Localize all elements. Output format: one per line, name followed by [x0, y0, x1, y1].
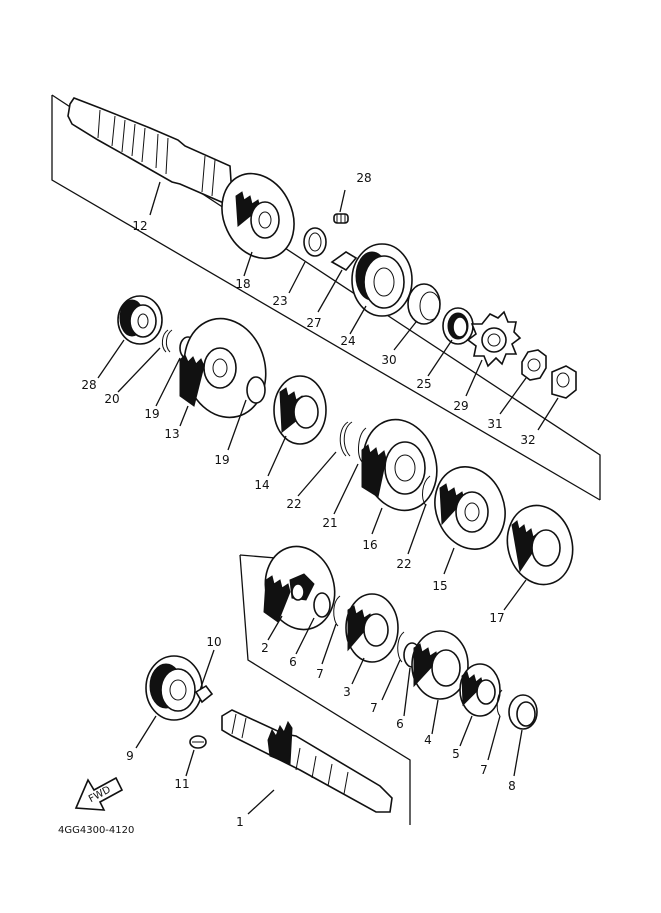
gear-part-13 — [179, 317, 267, 419]
callout-3: 3 — [343, 685, 351, 699]
diagram-code: 4GG4300-4120 — [58, 825, 134, 836]
bearing-part-9 — [145, 655, 203, 721]
circlip-part-7a — [333, 595, 341, 627]
callout-27: 28 — [356, 171, 371, 185]
bearing-part-8 — [508, 694, 538, 730]
callout-31: 31 — [487, 417, 502, 431]
callout-14: 14 — [254, 478, 269, 492]
callout-6b: 6 — [396, 717, 404, 731]
callout-11: 11 — [174, 777, 189, 791]
gear-part-17 — [506, 504, 574, 586]
gear-part-14 — [273, 375, 327, 445]
callout-12: 12 — [132, 219, 147, 233]
sprocket-part-29 — [466, 310, 522, 368]
callout-28: 28 — [81, 378, 96, 392]
callout-9: 9 — [126, 749, 134, 763]
screw-part-11 — [189, 735, 207, 749]
gear-part-5 — [459, 663, 501, 717]
callout-25: 25 — [416, 377, 431, 391]
leader-lines — [97, 181, 559, 815]
washer-part-23 — [303, 227, 327, 257]
callout-18: 18 — [235, 277, 250, 291]
callout-22a: 22 — [286, 497, 301, 511]
lock-washer-part-31 — [521, 349, 547, 381]
circlip-part-22b — [422, 475, 431, 507]
plate-part-26 — [330, 251, 358, 272]
callout-16: 16 — [362, 538, 377, 552]
callout-23: 23 — [272, 294, 287, 308]
oil-seal-part-25 — [442, 307, 474, 345]
gear-part-18 — [221, 172, 295, 260]
gear-part-16 — [361, 418, 438, 512]
circlip-part-20 — [161, 329, 173, 353]
circlip-part-22a — [339, 421, 353, 457]
callout-30: 30 — [381, 353, 396, 367]
callout-21: 21 — [322, 516, 337, 530]
callout-22b: 22 — [396, 557, 411, 571]
callout-32: 32 — [520, 433, 535, 447]
circlip-part-21 — [358, 427, 367, 463]
callout-19b: 19 — [214, 453, 229, 467]
callout-20: 20 — [104, 392, 119, 406]
callout-7b: 7 — [370, 701, 378, 715]
callout-24: 24 — [340, 334, 355, 348]
washer-part-6a — [313, 592, 331, 618]
bearing-part-24 — [351, 243, 413, 317]
callout-1: 1 — [236, 815, 244, 829]
callout-5: 5 — [452, 747, 460, 761]
gear-part-3 — [345, 593, 399, 663]
drive-axle-part-1 — [221, 709, 393, 813]
callout-8: 8 — [508, 779, 516, 793]
callout-17: 17 — [489, 611, 504, 625]
callout-2: 2 — [261, 641, 269, 655]
washer-part-19b — [246, 376, 266, 404]
gear-part-15 — [434, 466, 506, 550]
callout-7c: 7 — [480, 763, 488, 777]
callout-6a: 6 — [289, 655, 297, 669]
callout-13: 13 — [164, 427, 179, 441]
circlip-part-7b — [397, 631, 405, 663]
callout-15: 15 — [432, 579, 447, 593]
callout-numbers: 12 18 28 23 27 24 30 25 29 31 32 28 20 1… — [81, 171, 535, 829]
callout-4: 4 — [424, 733, 432, 747]
screw-part-27 — [333, 213, 349, 224]
circlip-part-7c — [496, 689, 503, 717]
forward-arrow-icon: FWD — [74, 776, 124, 811]
collar-part-30 — [407, 283, 441, 325]
gear-part-2 — [263, 545, 336, 631]
nut-part-32 — [551, 365, 577, 399]
main-axle — [67, 97, 233, 205]
bearing-part-28 — [117, 295, 163, 345]
gear-part-4 — [411, 630, 469, 700]
callout-10: 10 — [206, 635, 221, 649]
callout-19a: 19 — [144, 407, 159, 421]
callout-7a: 7 — [316, 667, 324, 681]
callout-29: 29 — [453, 399, 468, 413]
callout-26: 27 — [306, 316, 321, 330]
